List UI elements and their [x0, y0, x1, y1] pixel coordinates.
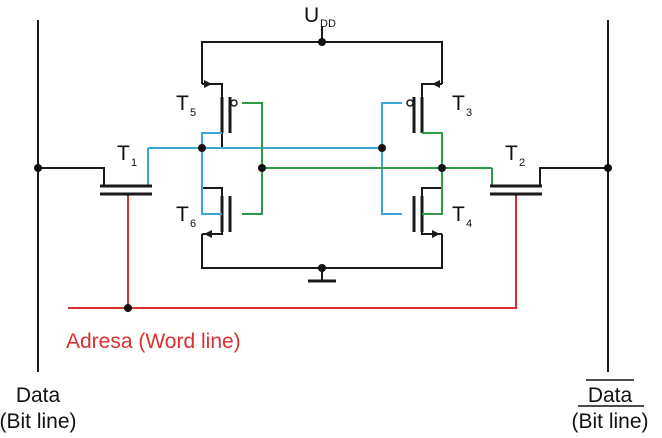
t1-label-sub: 1 — [131, 157, 137, 169]
node-a-gate-t3 — [381, 102, 402, 215]
word-line-label: Adresa (Word line) — [66, 330, 241, 353]
node-b-junction-2 — [438, 164, 446, 172]
word-line-junction — [124, 304, 132, 312]
t3-label: T — [452, 92, 465, 115]
t5-label: T — [176, 92, 189, 115]
transistor-t3 — [406, 80, 442, 133]
transistor-t1 — [38, 167, 152, 196]
t6-label: T — [176, 203, 189, 226]
node-b-gate-t5 — [242, 102, 263, 215]
supply-rail — [201, 41, 443, 84]
t2-label: T — [505, 142, 518, 165]
bit-line-right-junction — [604, 164, 612, 172]
bit-line-left-label: (Bit line) — [0, 410, 77, 433]
transistor-t2 — [490, 167, 608, 196]
t4-label-sub: 4 — [466, 218, 472, 230]
data-right-label: Data — [588, 384, 633, 407]
t5-label-sub: 5 — [190, 107, 196, 119]
node-a-left — [201, 132, 222, 215]
node-b-junction-1 — [258, 164, 266, 172]
bit-line-left-junction — [34, 164, 42, 172]
t3-label-sub: 3 — [466, 107, 472, 119]
supply-label-sub: DD — [320, 18, 336, 30]
bit-line-right-label: (Bit line) — [571, 410, 648, 433]
node-b-right — [422, 132, 443, 215]
node-a-junction-1 — [198, 144, 206, 152]
ground-rail — [201, 234, 443, 269]
node-a-junction-2 — [378, 144, 386, 152]
t4-label: T — [452, 203, 465, 226]
t2-label-sub: 2 — [519, 157, 525, 169]
word-line-wire-right — [68, 196, 517, 309]
transistor-t5 — [202, 80, 238, 148]
supply-label: U — [304, 4, 319, 27]
t1-label: T — [117, 142, 130, 165]
supply-node — [318, 38, 326, 46]
t6-label-sub: 6 — [190, 218, 196, 230]
data-left-label: Data — [16, 384, 61, 407]
ground-node — [318, 264, 326, 272]
